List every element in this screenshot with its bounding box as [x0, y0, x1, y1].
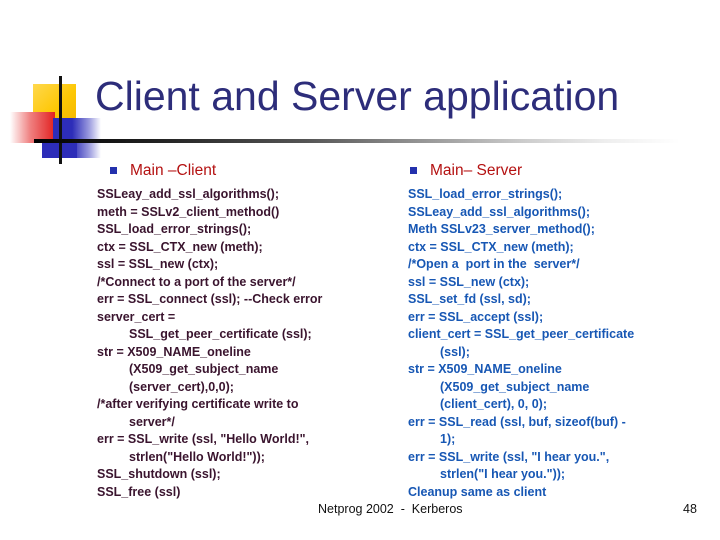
code-line: /*Connect to a port of the server*/ [97, 274, 296, 289]
code-line: SSL_shutdown (ssl); [97, 467, 221, 481]
client-heading-row: Main –Client [110, 161, 395, 180]
code-line: client_cert = SSL_get_peer_certificate [408, 327, 635, 341]
code-line: ssl = SSL_new (ctx); [408, 274, 530, 289]
code-line: (server_cert),0,0); [129, 379, 234, 394]
code-line: strlen("I hear you.")); [440, 467, 566, 481]
code-line: SSL_set_fd (ssl, sd); [408, 292, 531, 306]
code-line: Cleanup same as client [408, 484, 547, 499]
code-line: /*after verifying certificate write to [97, 397, 299, 411]
logo-vertical-line [59, 76, 62, 164]
footer-label: Netprog 2002 - Kerberos [318, 502, 463, 516]
code-line: SSL_load_error_strings(); [408, 187, 563, 201]
bullet-square-icon [410, 167, 417, 174]
code-line: strlen("Hello World!")); [129, 449, 265, 464]
server-heading: Main– Server [430, 162, 523, 179]
code-line: ssl = SSL_new (ctx); [97, 257, 219, 271]
code-line: (X509_get_subject_name [129, 362, 279, 376]
logo-red-square [10, 112, 55, 143]
code-line: SSLeay_add_ssl_algorithms(); [408, 204, 591, 219]
code-line: ctx = SSL_CTX_new (meth); [97, 239, 263, 254]
title-separator-line [34, 139, 714, 143]
code-line: str = X509_NAME_oneline [97, 344, 251, 359]
server-code-block: SSL_load_error_strings(); SSLeay_add_ssl_… [408, 186, 708, 501]
code-line: server_cert = [97, 309, 176, 324]
code-line: server*/ [129, 414, 175, 429]
code-line: err = SSL_write (ssl, "Hello World!", [97, 432, 310, 446]
code-line: ctx = SSL_CTX_new (meth); [408, 239, 574, 254]
code-line: err = SSL_connect (ssl); --Check error [97, 292, 323, 306]
code-line: /*Open a port in the server*/ [408, 257, 580, 271]
client-column: Main –Client SSLeay_add_ssl_algorithms()… [97, 161, 395, 501]
code-line: 1); [440, 432, 456, 446]
code-line: SSLeay_add_ssl_algorithms(); [97, 187, 280, 201]
code-line: (ssl); [440, 344, 470, 359]
code-line: meth = SSLv2_client_method() [97, 204, 280, 219]
client-code-block: SSLeay_add_ssl_algorithms();meth = SSLv2… [97, 186, 395, 501]
page-number: 48 [683, 502, 697, 516]
code-line: err = SSL_write (ssl, "I hear you.", [408, 449, 610, 464]
code-line: (client_cert), 0, 0); [440, 397, 547, 411]
code-line: Meth SSLv23_server_method(); [408, 222, 595, 236]
server-heading-row: Main– Server [410, 161, 708, 180]
slide-title: Client and Server application [95, 73, 620, 119]
client-heading: Main –Client [130, 162, 217, 179]
code-line: (X509_get_subject_name [440, 379, 590, 394]
code-line: SSL_get_peer_certificate (ssl); [129, 327, 312, 341]
code-line: SSL_load_error_strings(); [97, 222, 252, 236]
code-line: str = X509_NAME_oneline [408, 362, 562, 376]
code-line: err = SSL_read (ssl, buf, sizeof(buf) - [408, 414, 626, 429]
bullet-square-icon [110, 167, 117, 174]
server-column: Main– Server SSL_load_error_strings();SS… [408, 161, 708, 501]
code-line: err = SSL_accept (ssl); [408, 309, 544, 324]
code-line: SSL_free (ssl) [97, 484, 181, 499]
